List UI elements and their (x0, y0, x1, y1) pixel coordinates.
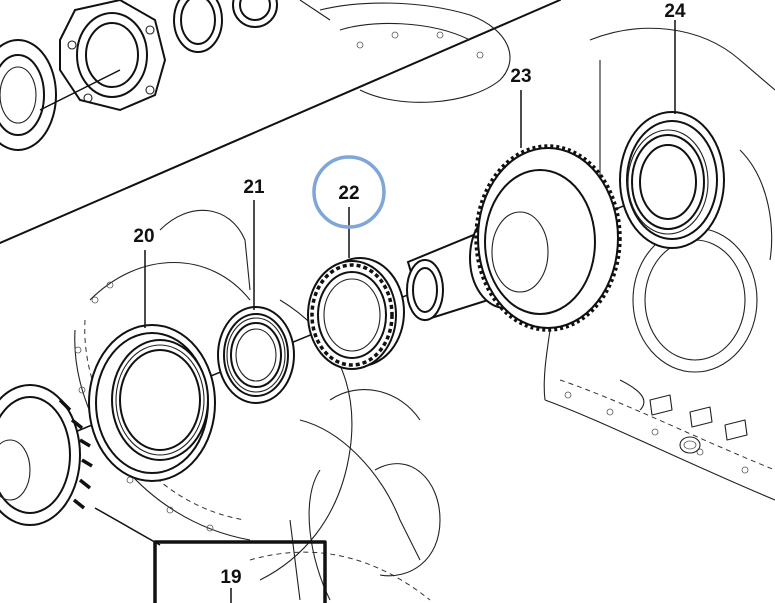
part-24-bearing (619, 111, 725, 249)
callout-leaders (144, 20, 676, 603)
callout-24: 24 (664, 1, 686, 22)
part-19-gear (0, 384, 161, 546)
part-23-gear-shaft (406, 144, 622, 332)
callout-19: 19 (220, 567, 241, 588)
part-22-synchro-sleeve (307, 257, 405, 370)
part-19-frame (153, 540, 327, 603)
callout-22: 22 (338, 183, 359, 204)
callout-21: 21 (243, 177, 265, 198)
callout-20: 20 (133, 226, 154, 247)
part-20-bearing (88, 324, 216, 482)
highlight-ring (312, 155, 386, 229)
callout-23: 23 (510, 66, 531, 87)
part-21-bearing (217, 306, 295, 404)
flange-assembly (0, 0, 278, 151)
